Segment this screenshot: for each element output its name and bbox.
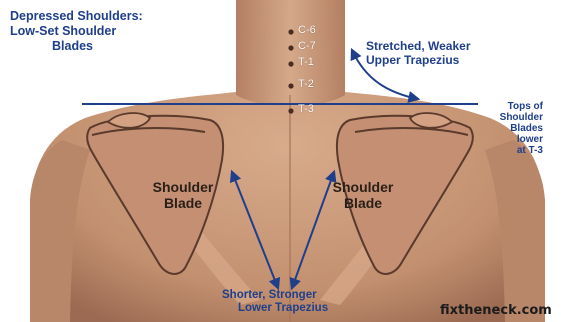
vertebra-label-c7: C-7 <box>298 41 316 53</box>
source-credit: fixtheneck.com <box>440 304 552 318</box>
right-blade-label-line-1: Shoulder <box>318 180 408 195</box>
vertebra-label-t3: T-3 <box>298 104 314 116</box>
lower-trapezius-label-line-2: Lower Trapezius <box>238 302 328 314</box>
vertebra-label-t2: T-2 <box>298 79 314 91</box>
heading-line-3: Blades <box>52 40 93 53</box>
upper-trapezius-label-line-2: Upper Trapezius <box>366 54 459 67</box>
upper-trapezius-label-line-1: Stretched, Weaker <box>366 40 471 53</box>
tops-note-line-5: at T-3 <box>517 146 543 157</box>
left-blade-label-line-2: Blade <box>138 196 228 211</box>
right-blade-label-line-2: Blade <box>318 196 408 211</box>
neck <box>236 0 345 106</box>
heading-line-2: Low-Set Shoulder <box>10 25 116 38</box>
lower-trapezius-label-line-1: Shorter, Stronger <box>222 289 317 301</box>
vertebra-label-c6: C-6 <box>298 25 316 37</box>
vertebra-label-t1: T-1 <box>298 57 314 69</box>
heading-line-1: Depressed Shoulders: <box>10 10 143 23</box>
left-blade-label-line-1: Shoulder <box>138 180 228 195</box>
